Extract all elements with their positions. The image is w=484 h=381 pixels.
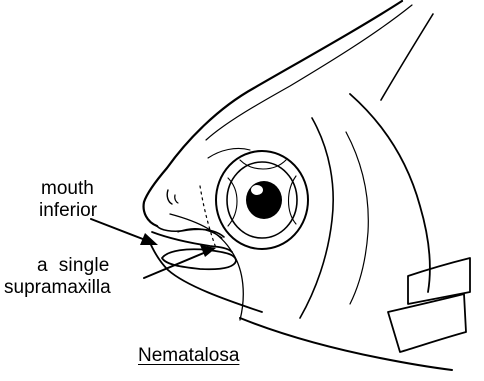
dorsal-back-edge [381, 14, 433, 100]
head-inner-contour [206, 5, 412, 140]
preorbital-dotted-line [200, 186, 216, 248]
label-inferior: inferior [39, 200, 97, 221]
snout [157, 226, 224, 237]
supramaxilla-leader-line [144, 252, 206, 278]
cheek-line-2 [208, 148, 250, 158]
opercle-inner [346, 132, 368, 304]
pectoral-fin-upper [408, 258, 470, 304]
nostril-2 [175, 195, 178, 203]
eye-pupil [246, 181, 282, 219]
mouth-leader-line [91, 219, 148, 241]
label-supramaxilla: supramaxilla [4, 277, 111, 298]
opercle [350, 94, 430, 292]
genus-caption: Nematalosa [138, 345, 239, 366]
nostril [167, 190, 172, 204]
pectoral-fin-lower [388, 294, 466, 352]
label-mouth: mouth [41, 178, 94, 199]
label-a-single: a single [37, 255, 110, 276]
eye-highlight [251, 185, 263, 195]
mouth-leader-arrowhead [140, 233, 158, 245]
ventral-outline [240, 318, 452, 370]
